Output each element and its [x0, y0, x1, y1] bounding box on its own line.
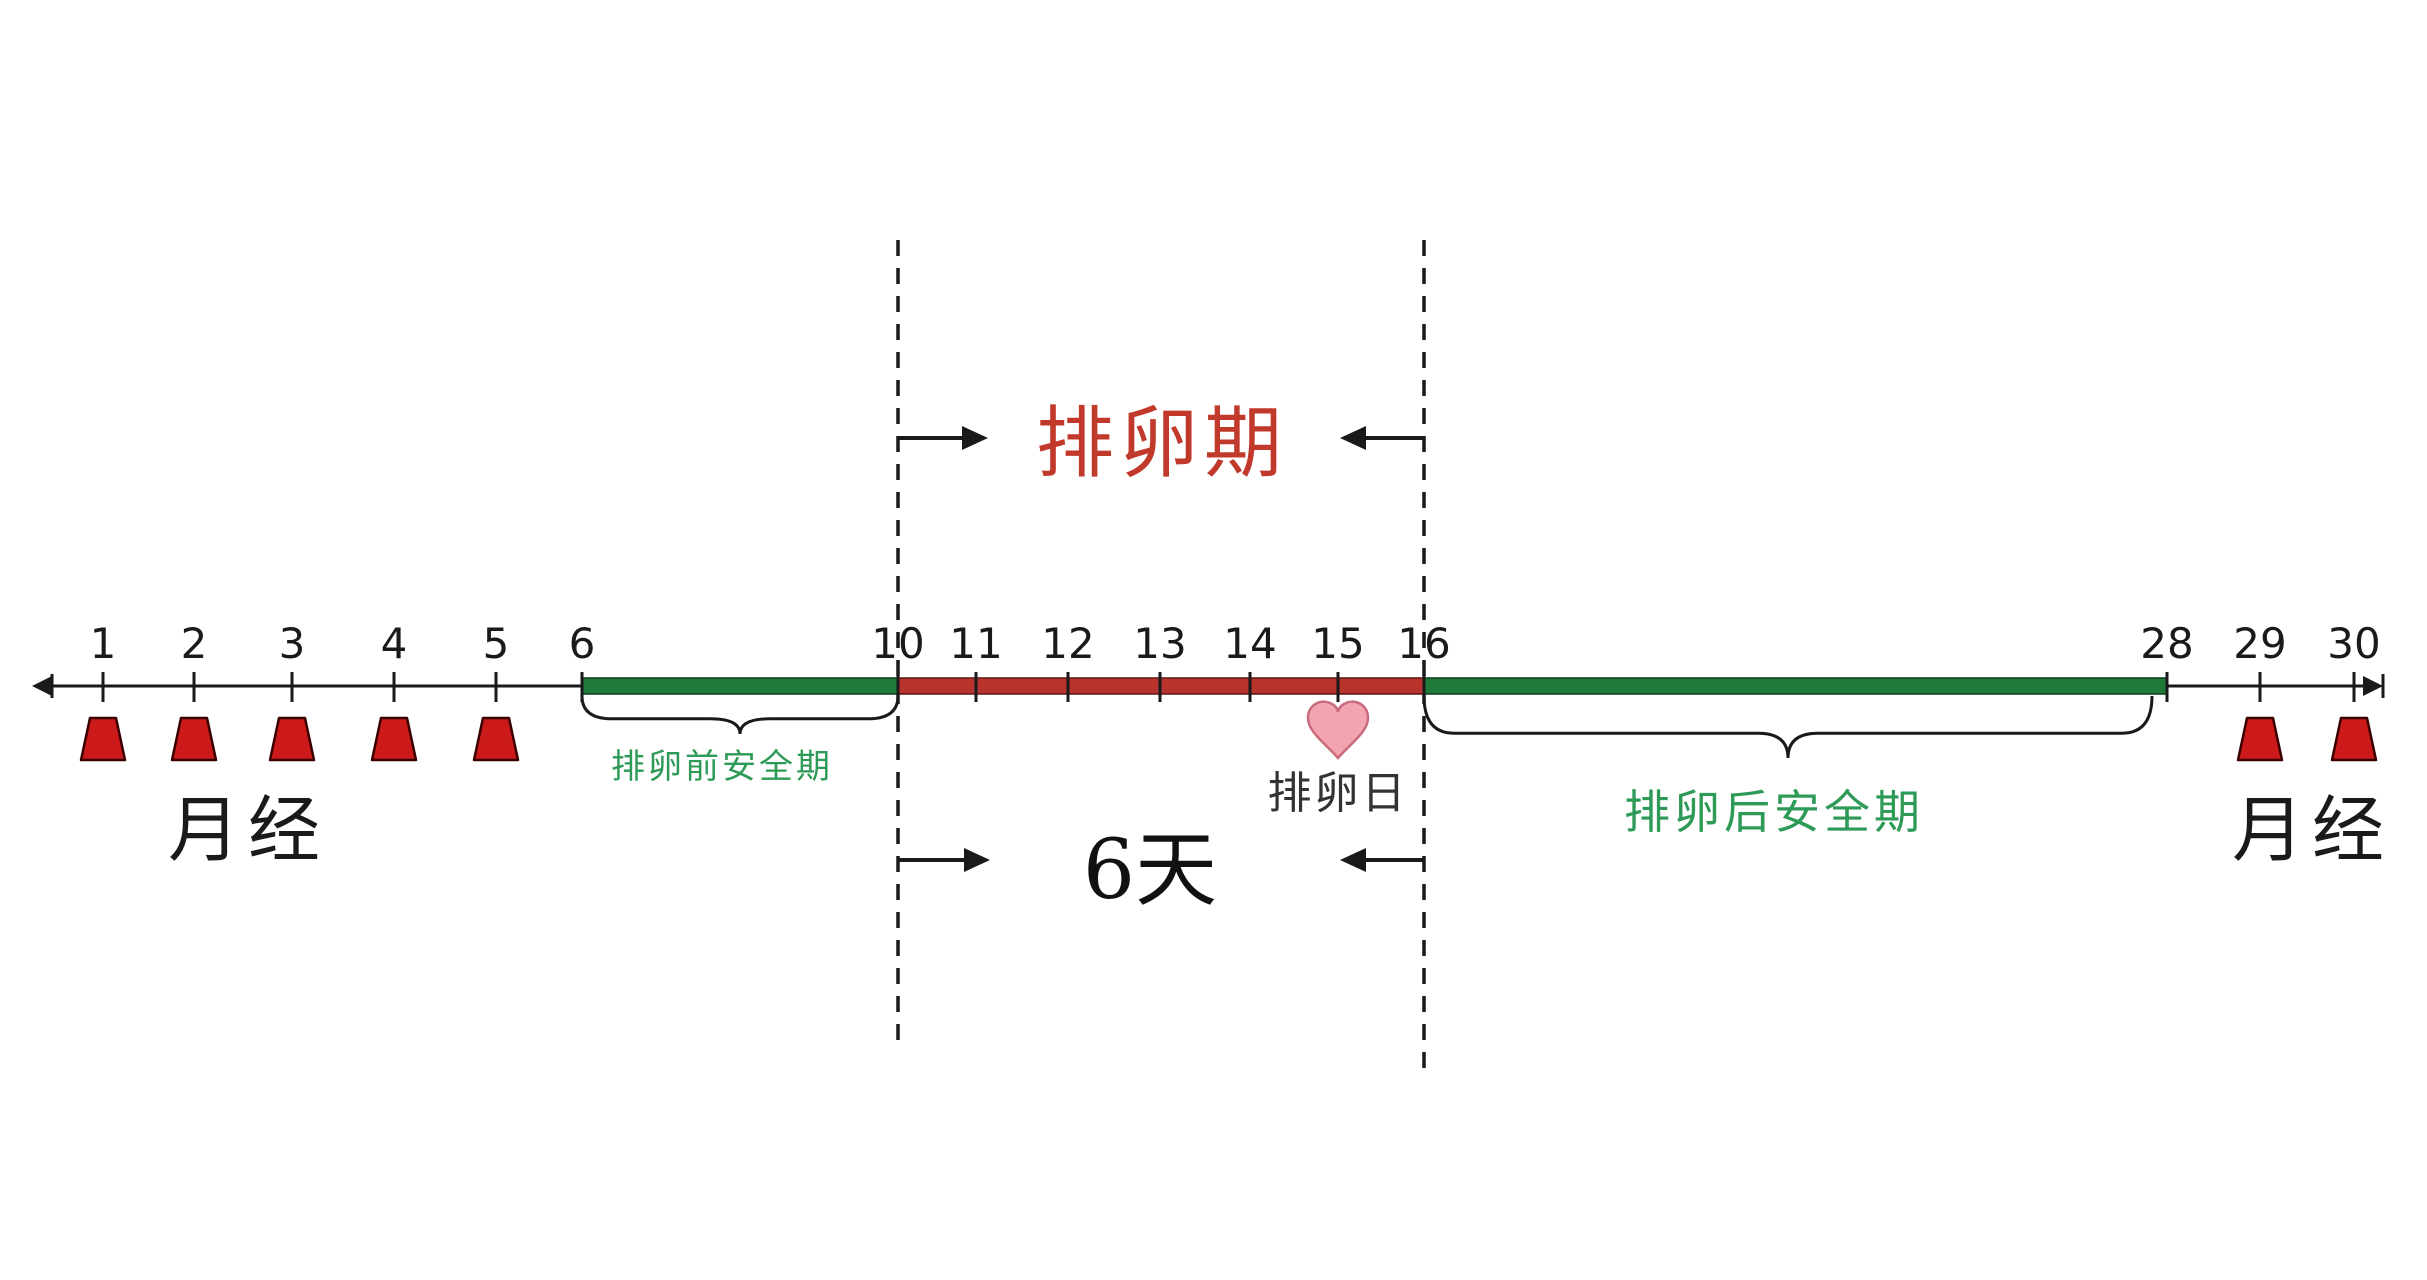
pre-ovulation-safe-bar	[581, 677, 899, 695]
menses-marker-day-3	[268, 716, 316, 762]
ovulation-window-title: 排卵期	[1036, 399, 1288, 489]
menses-markers	[79, 716, 2378, 762]
post-ovulation-safe-label: 排卵后安全期	[1624, 785, 1924, 839]
pre-ovulation-brace	[580, 695, 900, 735]
menses-marker-day-1	[79, 716, 127, 762]
day-label-4: 4	[381, 619, 408, 668]
day-label-11: 11	[949, 619, 1002, 668]
day-label-14: 14	[1223, 619, 1276, 668]
day-label-16: 16	[1397, 619, 1450, 668]
title-arrow-left-icon	[1340, 426, 1424, 450]
right-arrow-icon	[2363, 676, 2383, 696]
heart-shape	[1306, 700, 1370, 760]
window-arrows	[898, 426, 1424, 872]
left-arrow-icon	[32, 676, 52, 696]
day-label-30: 30	[2327, 619, 2380, 668]
day-label-15: 15	[1311, 619, 1364, 668]
day-label-6: 6	[569, 619, 596, 668]
day-label-12: 12	[1041, 619, 1094, 668]
post-ovulation-safe-bar	[1423, 677, 2168, 695]
period-label-left: 月经	[168, 788, 328, 872]
day-label-10: 10	[871, 619, 924, 668]
menses-marker-day-2	[170, 716, 218, 762]
ovulation-day-label: 排卵日	[1268, 768, 1409, 819]
phase-bars	[581, 677, 2168, 695]
period-label-right: 月经	[2232, 788, 2392, 872]
duration-arrow-left-icon	[1340, 848, 1424, 872]
safe-period-braces	[580, 695, 2154, 759]
menses-marker-day-4	[370, 716, 418, 762]
post-ovulation-brace	[1422, 695, 2154, 759]
ovulation-window-duration: 6天	[1083, 823, 1217, 918]
menses-marker-day-5	[472, 716, 520, 762]
menses-marker-day-30	[2330, 716, 2378, 762]
heart-icon	[1306, 700, 1370, 760]
day-label-3: 3	[279, 619, 306, 668]
day-label-5: 5	[483, 619, 510, 668]
day-label-13: 13	[1133, 619, 1186, 668]
title-arrow-right-icon	[898, 426, 988, 450]
day-label-1: 1	[90, 619, 117, 668]
menses-marker-day-29	[2236, 716, 2284, 762]
day-label-2: 2	[181, 619, 208, 668]
day-label-28: 28	[2140, 619, 2193, 668]
pre-ovulation-safe-label: 排卵前安全期	[611, 747, 833, 787]
day-label-29: 29	[2233, 619, 2286, 668]
ovulation-window-boundary-lines	[896, 240, 1426, 1080]
duration-arrow-right-icon	[898, 848, 990, 872]
day-ticks	[101, 672, 2356, 702]
